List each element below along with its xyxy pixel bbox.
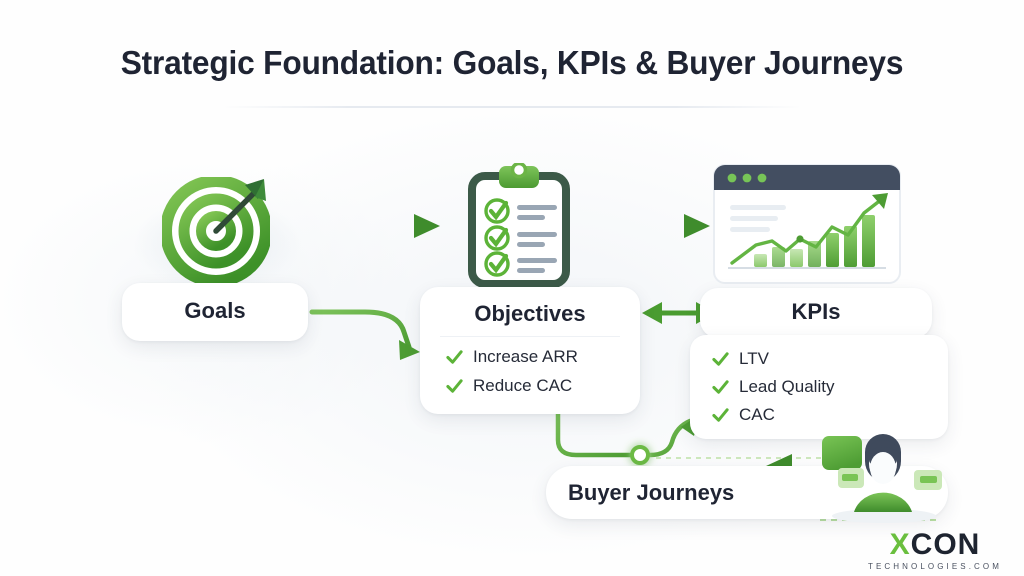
goals-card[interactable]: Goals xyxy=(122,283,308,341)
check-icon xyxy=(712,379,729,394)
kpis-card[interactable]: KPIs xyxy=(700,288,932,338)
objectives-divider xyxy=(440,336,620,337)
list-item[interactable]: Increase ARR xyxy=(446,347,640,367)
list-item[interactable]: Lead Quality xyxy=(712,377,948,397)
list-item-label: Increase ARR xyxy=(473,347,578,366)
kpis-label: KPIs xyxy=(791,299,841,324)
objectives-list: Increase ARR Reduce CAC xyxy=(446,347,640,396)
persona-avatar-icon xyxy=(822,434,942,523)
check-icon xyxy=(446,349,463,364)
kpis-list-card[interactable]: LTV Lead Quality CAC xyxy=(690,335,948,439)
check-icon xyxy=(446,378,463,393)
list-item-label: Reduce CAC xyxy=(473,376,573,395)
check-icon xyxy=(712,351,729,366)
list-item-label: LTV xyxy=(739,349,769,368)
title-divider xyxy=(222,106,802,108)
list-item[interactable]: CAC xyxy=(712,405,948,425)
buyer-journeys-label: Buyer Journeys xyxy=(568,480,735,505)
logo-wordmark: XCON xyxy=(862,530,1008,560)
connector-objectives-to-kpis xyxy=(600,214,710,238)
connector-objectives-to-kpis-list xyxy=(555,405,700,465)
list-item-label: Lead Quality xyxy=(739,377,835,396)
logo-con-letters: CON xyxy=(910,528,981,561)
list-item[interactable]: Reduce CAC xyxy=(446,376,640,396)
page-title: Strategic Foundation: Goals, KPIs & Buye… xyxy=(120,44,904,81)
list-item[interactable]: LTV xyxy=(712,349,948,369)
connector-goals-to-objectives xyxy=(278,214,440,238)
logo-x-letter: X xyxy=(889,528,911,561)
logo-tagline: TECHNOLOGIES.COM xyxy=(867,562,1003,571)
objectives-card[interactable]: Objectives Increase ARR Reduce CAC xyxy=(420,287,640,414)
xcon-logo: XCON TECHNOLOGIES.COM xyxy=(862,530,1008,572)
connector-goals-to-objectives-list xyxy=(309,309,420,360)
check-icon xyxy=(712,407,729,422)
list-item-label: CAC xyxy=(739,405,775,424)
objectives-label: Objectives xyxy=(474,301,586,326)
goals-label: Goals xyxy=(184,298,246,323)
target-bullseye-arrow-icon xyxy=(162,177,270,285)
chart-window-icon xyxy=(713,164,901,284)
clipboard-checklist-icon xyxy=(468,163,570,287)
kpis-list: LTV Lead Quality CAC xyxy=(712,349,948,425)
